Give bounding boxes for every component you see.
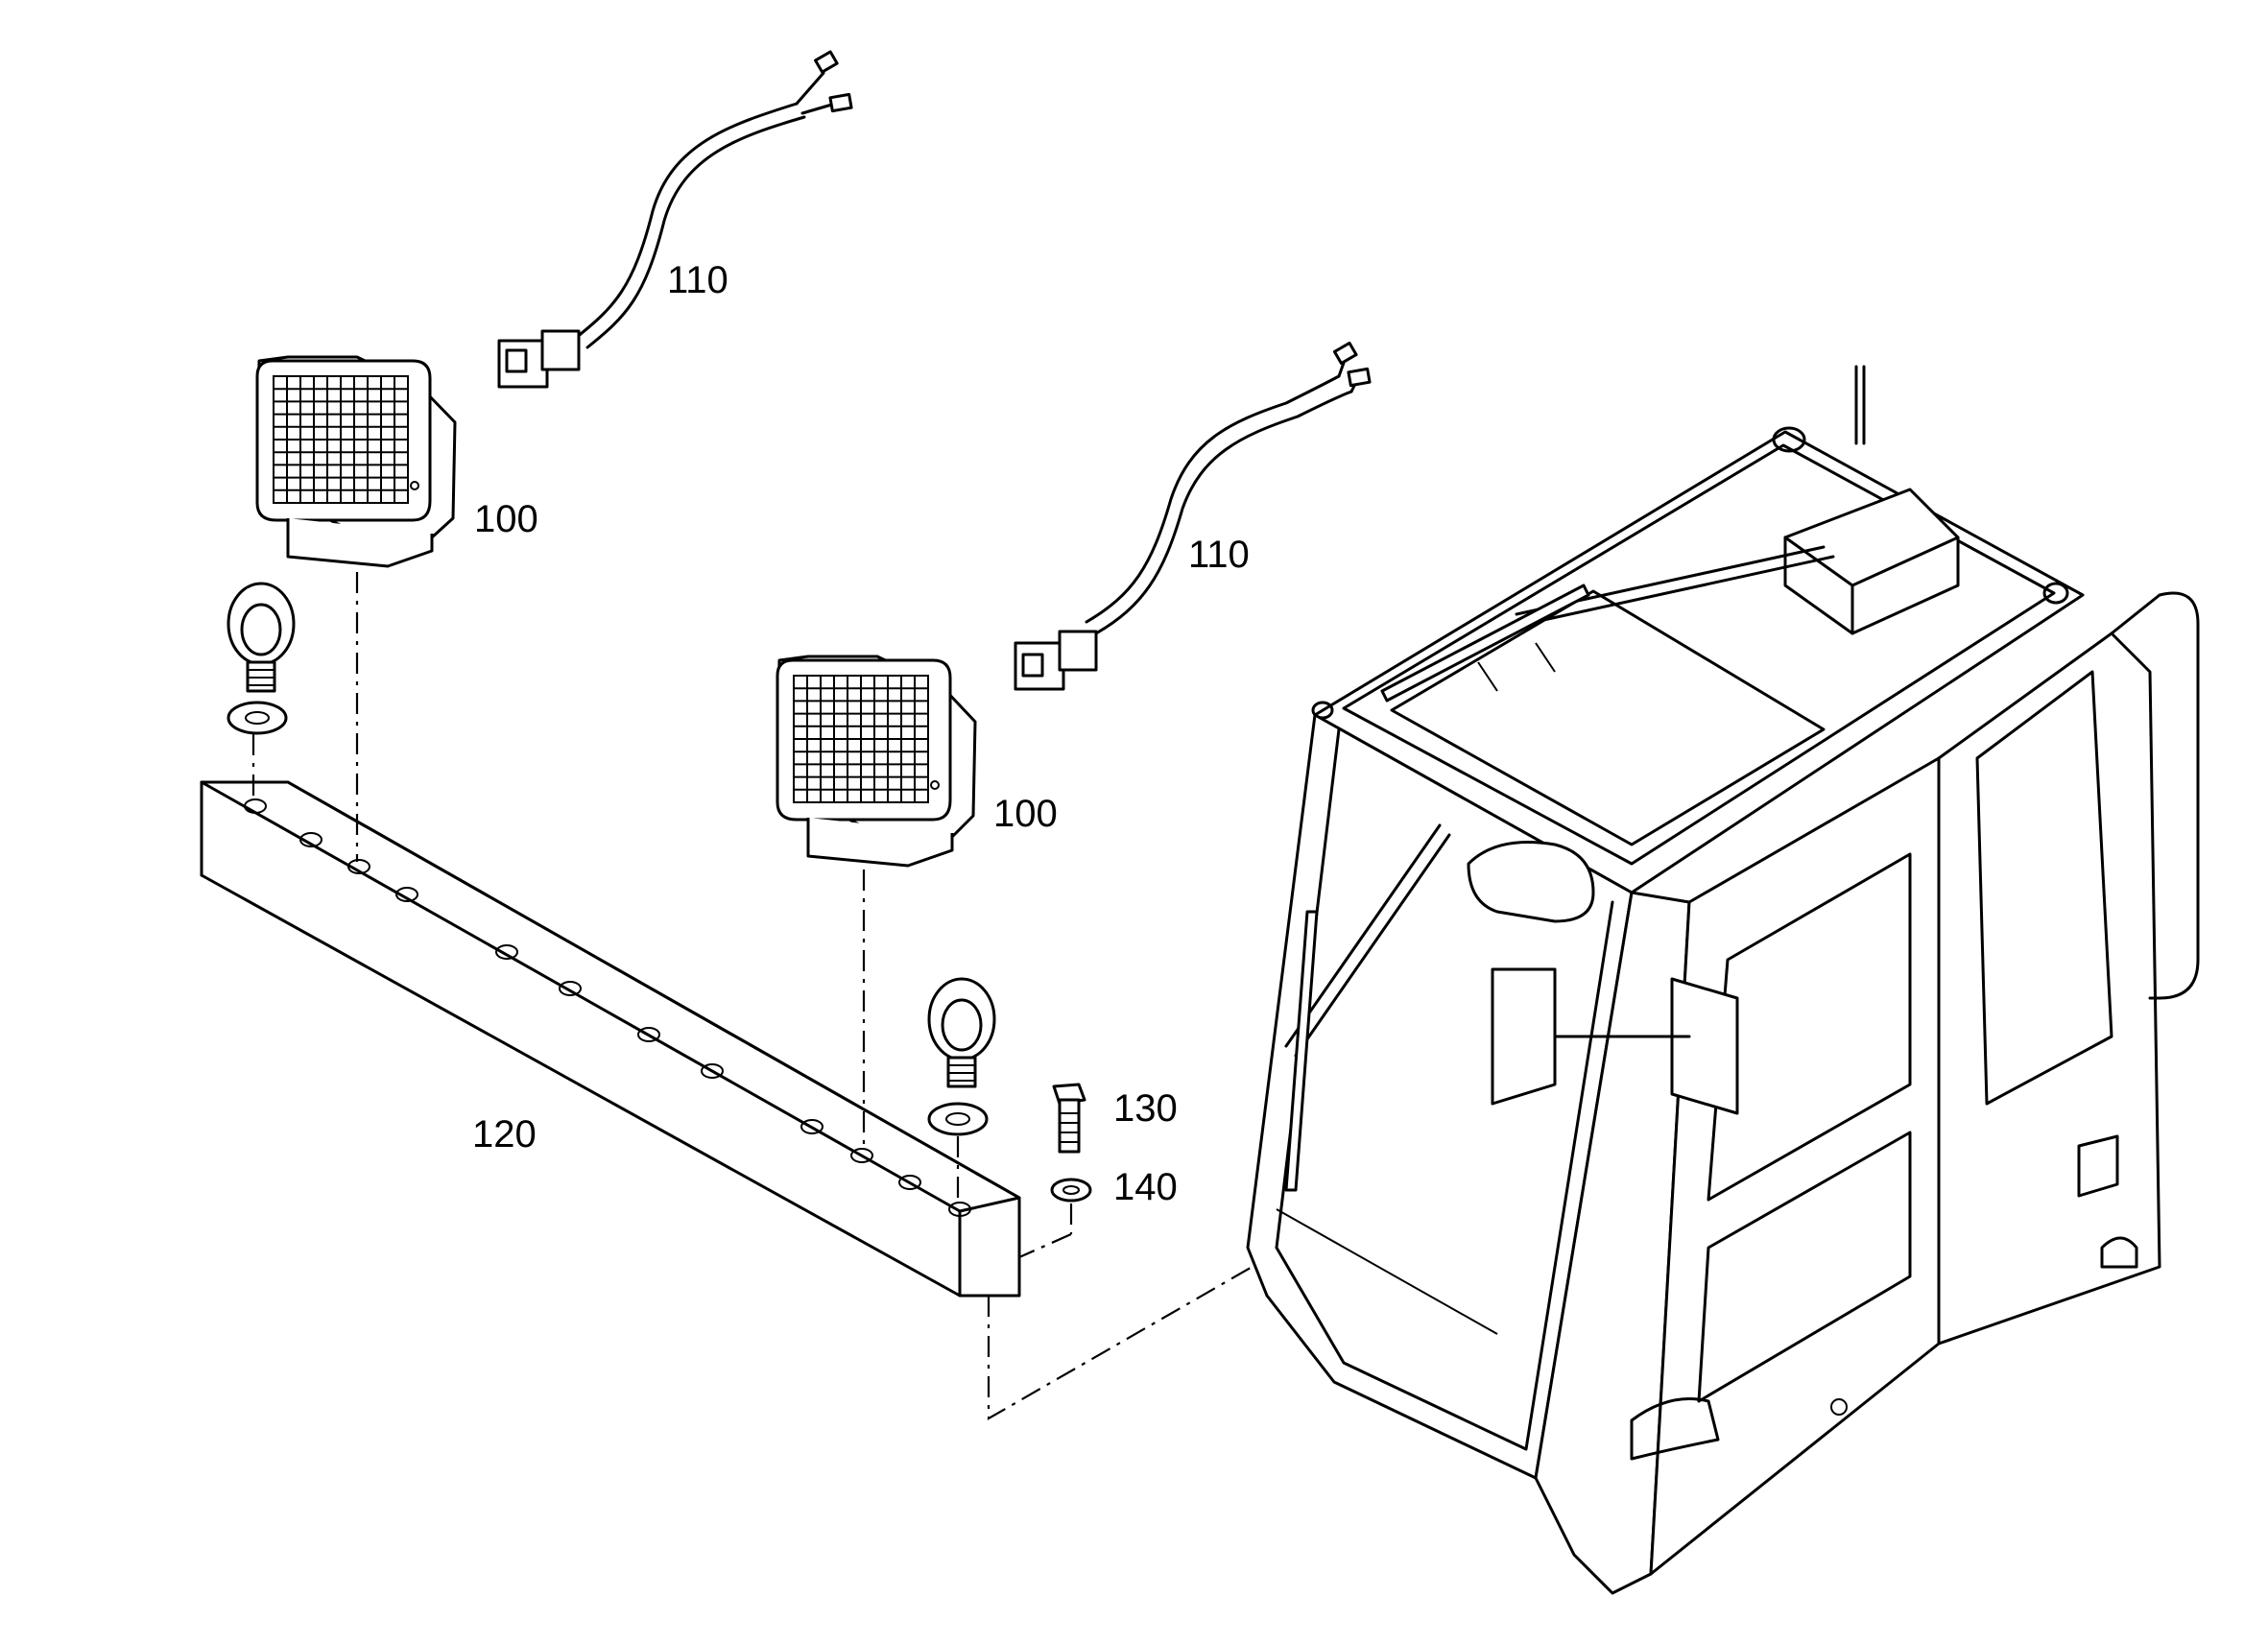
work-lamp-2 <box>776 655 977 868</box>
callout-110-harness-1: 110 <box>667 259 728 301</box>
callout-110-harness-2: 110 <box>1188 534 1250 576</box>
callout-100-lamp-1: 100 <box>474 498 538 540</box>
bolt <box>1052 1083 1086 1154</box>
callout-120-bar: 120 <box>472 1113 537 1156</box>
callout-130-bolt: 130 <box>1113 1087 1178 1130</box>
callout-140-washer: 140 <box>1113 1166 1178 1208</box>
light-bar <box>200 780 1021 1298</box>
wiring-harness-2 <box>1014 341 1372 691</box>
callout-100-lamp-2: 100 <box>993 793 1058 835</box>
eye-bolt-right <box>927 977 996 1136</box>
wiring-harness-1 <box>497 50 853 389</box>
eye-bolt-left <box>227 582 296 735</box>
work-lamp-1 <box>255 355 457 568</box>
cab <box>1246 365 2200 1595</box>
washer <box>1050 1178 1092 1203</box>
